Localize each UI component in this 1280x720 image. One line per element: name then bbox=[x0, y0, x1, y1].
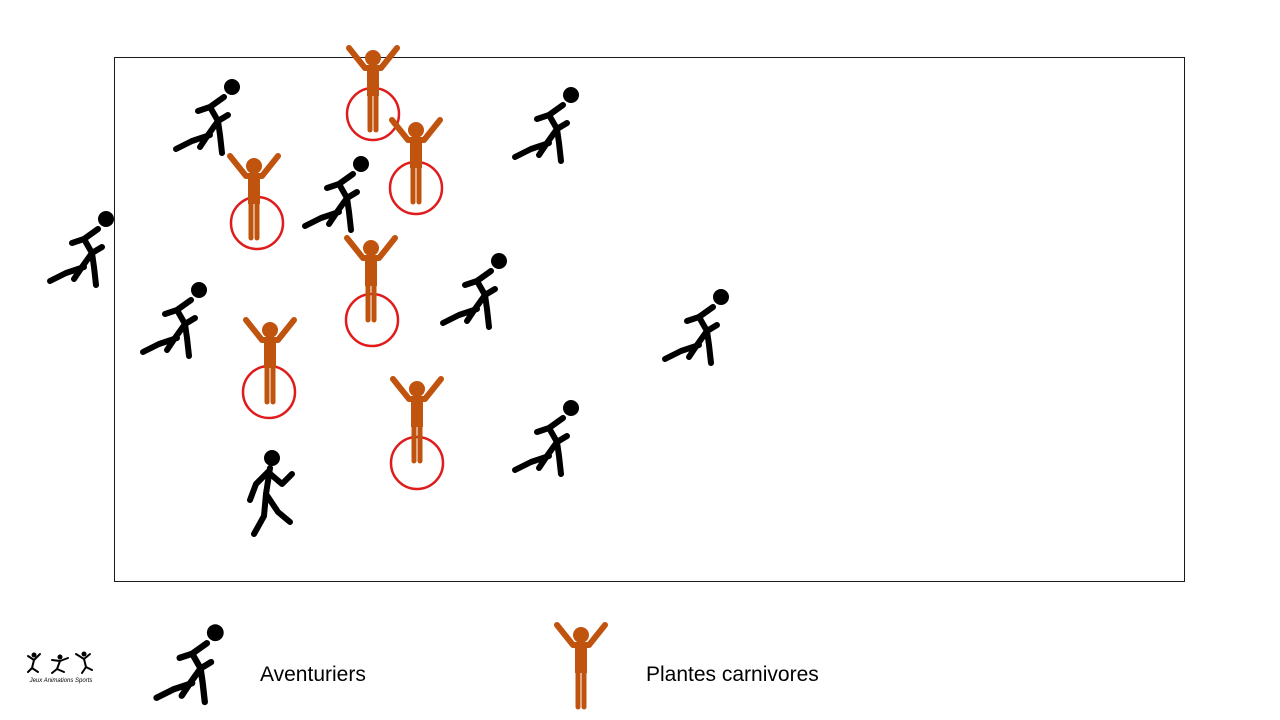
legend-runner-icon bbox=[157, 624, 224, 702]
logo-text: Jeux Animations Sports bbox=[29, 678, 93, 684]
legend-plant-icon bbox=[557, 625, 605, 707]
logo: Jeux Animations Sports bbox=[24, 648, 98, 688]
zone-circle bbox=[389, 435, 445, 491]
legend-plant-label: Plantes carnivores bbox=[646, 663, 819, 686]
logo-figures-icon bbox=[27, 651, 93, 674]
legend-runner-label: Aventuriers bbox=[260, 663, 366, 686]
playing-field bbox=[114, 57, 1185, 582]
